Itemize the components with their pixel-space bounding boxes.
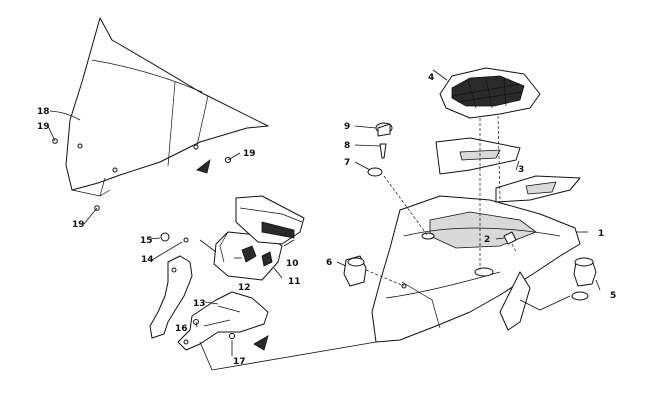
hood — [371, 195, 581, 343]
callout-6: 6 — [326, 258, 332, 268]
callout-3: 3 — [518, 165, 524, 175]
callout-8: 8 — [344, 141, 350, 151]
callout-18: 18 — [37, 107, 50, 117]
callout-15: 15 — [140, 236, 153, 246]
alignment-lines — [365, 115, 517, 287]
cap-assembly — [367, 122, 393, 177]
callout-17: 17 — [233, 357, 246, 367]
callout-5: 5 — [610, 291, 616, 301]
gauge — [235, 195, 305, 245]
direction-arrow-right — [253, 335, 269, 351]
callout-2: 2 — [484, 235, 490, 245]
callout-12: 12 — [238, 283, 251, 293]
clip-2 — [503, 231, 517, 245]
callout-10: 10 — [286, 259, 299, 269]
leader-lines — [47, 69, 601, 371]
callout-14: 14 — [141, 255, 154, 265]
callout-19-right: 19 — [243, 149, 256, 159]
callout-19-bottom: 19 — [72, 220, 85, 230]
callout-9: 9 — [344, 122, 350, 132]
callout-19-left: 19 — [37, 122, 50, 132]
callout-7: 7 — [344, 158, 350, 168]
callout-11: 11 — [288, 277, 301, 287]
windshield — [65, 17, 269, 197]
callout-4: 4 — [428, 73, 434, 83]
mirror-brackets — [149, 255, 269, 351]
filler-5 — [571, 257, 597, 301]
actuator-6 — [343, 255, 367, 287]
callout-labels: 1 2 3 4 5 6 7 8 9 10 11 12 13 14 15 16 1… — [37, 73, 616, 367]
lens-panels — [435, 137, 581, 203]
callout-16: 16 — [175, 324, 188, 334]
direction-arrow-left — [196, 159, 211, 174]
callout-13: 13 — [193, 299, 206, 309]
callout-1: 1 — [598, 229, 604, 239]
storage-net — [439, 67, 541, 119]
